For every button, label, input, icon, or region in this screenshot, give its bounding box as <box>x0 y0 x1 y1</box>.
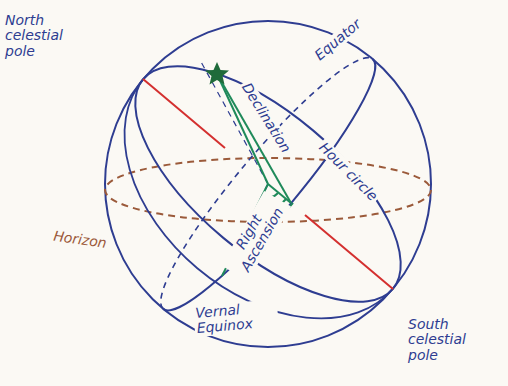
polar-axis <box>143 79 225 148</box>
sphere-label: North celestial pole <box>3 13 95 59</box>
polar-axis <box>305 215 393 289</box>
sphere-label: Equator <box>310 15 365 65</box>
sphere-label: Vernal Equinox <box>193 299 279 337</box>
great-circle <box>72 79 392 373</box>
sphere-label: Horizon <box>50 228 109 251</box>
sphere-label: South celestial pole <box>406 317 498 363</box>
sphere-label: Hour circle <box>314 138 381 205</box>
star-symbol <box>205 62 229 85</box>
sphere-label: Right Ascension <box>221 191 291 281</box>
dashed-line <box>200 60 268 184</box>
equator-circle <box>140 40 396 328</box>
sphere-label: Declination <box>237 79 294 158</box>
